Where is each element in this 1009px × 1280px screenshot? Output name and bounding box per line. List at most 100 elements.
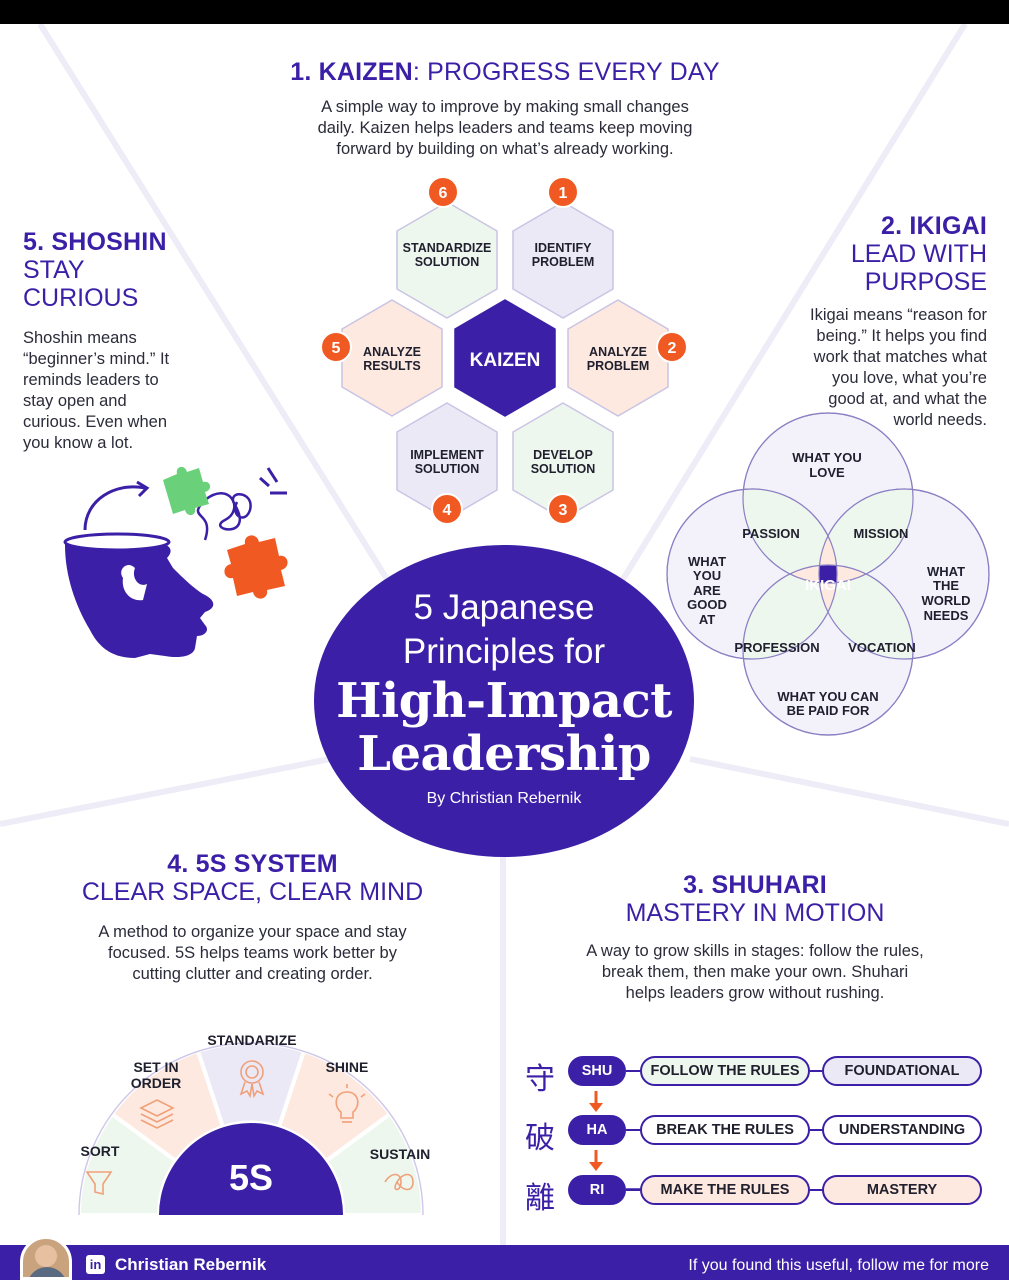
kanji-ha: 破 bbox=[525, 1121, 555, 1156]
ikigai-subtitle-2: PURPOSE bbox=[864, 268, 987, 296]
badge-2 bbox=[656, 331, 688, 363]
kaizen-center-label: KAIZEN bbox=[470, 350, 541, 371]
avatar-shoulders bbox=[27, 1267, 67, 1277]
background-rays bbox=[0, 24, 1009, 1245]
linkedin-icon[interactable]: in bbox=[86, 1255, 105, 1274]
hero-line-3: High-Impact bbox=[336, 673, 672, 729]
infinity-icon bbox=[384, 1173, 414, 1191]
paid-line1: WHAT YOU CAN bbox=[777, 689, 878, 704]
sort-label: SORT bbox=[81, 1143, 120, 1159]
badge-5-number: 5 bbox=[332, 340, 341, 357]
ikigai-desc-line: you love, what you’re bbox=[831, 369, 987, 387]
shoshin-subtitle-2: CURIOUS bbox=[23, 284, 139, 312]
world-line4: NEEDS bbox=[924, 608, 969, 623]
award-icon bbox=[239, 1060, 265, 1099]
ikigai-heading: 2. IKIGAI LEAD WITH PURPOSE bbox=[700, 212, 987, 296]
ikigai-center-label: IKIGAI bbox=[805, 577, 851, 594]
badge-4 bbox=[431, 493, 463, 525]
shoshin-description: Shoshin means “beginner’s mind.” It remi… bbox=[23, 328, 223, 454]
hero-line-2: Principles for bbox=[402, 632, 606, 671]
badge-1-number: 1 bbox=[559, 185, 568, 202]
badge-6 bbox=[427, 176, 459, 208]
hero-byline: By Christian Rebernik bbox=[426, 790, 582, 807]
level-mastery: MASTERY bbox=[822, 1175, 982, 1205]
good-line5: AT bbox=[699, 612, 715, 627]
shuhari-subtitle: MASTERY IN MOTION bbox=[625, 899, 885, 927]
paid-line2: BE PAID FOR bbox=[787, 703, 870, 718]
badge-5 bbox=[320, 331, 352, 363]
kaizen-title-number: 1. KAIZEN bbox=[290, 58, 413, 86]
fives-desc-line: cutting clutter and creating order. bbox=[132, 965, 373, 983]
fives-description: A method to organize your space and stay… bbox=[40, 922, 465, 985]
connector-line bbox=[810, 1129, 822, 1131]
step-1-line1: IDENTIFY bbox=[535, 241, 593, 255]
love-line2: LOVE bbox=[809, 465, 845, 480]
vocation-label: VOCATION bbox=[848, 640, 916, 655]
head-opening bbox=[63, 532, 171, 552]
hex-center bbox=[454, 299, 556, 417]
love-line1: WHAT YOU bbox=[792, 450, 862, 465]
footer-cta: If you found this useful, follow me for … bbox=[688, 1257, 989, 1274]
shoshin-desc-line: curious. Even when bbox=[23, 413, 167, 431]
step-4-line1: IMPLEMENT bbox=[410, 448, 484, 462]
avatar-face bbox=[35, 1245, 57, 1267]
hex-analyze-problem bbox=[567, 299, 669, 417]
ikigai-title: 2. IKIGAI bbox=[881, 212, 987, 240]
good-line3: ARE bbox=[693, 583, 721, 598]
standarize-label: STANDARIZE bbox=[207, 1032, 296, 1048]
hex-standardize bbox=[396, 201, 498, 319]
shoshin-desc-line: reminds leaders to bbox=[23, 371, 159, 389]
passion-label: PASSION bbox=[742, 526, 800, 541]
shoshin-heading: 5. SHOSHIN STAY CURIOUS bbox=[23, 228, 223, 312]
shoshin-title: 5. SHOSHIN bbox=[23, 228, 167, 256]
arrow-curve bbox=[83, 485, 146, 531]
stage-ri: RI bbox=[568, 1175, 626, 1205]
kaizen-hex-diagram: STANDARDIZE SOLUTION IDENTIFY PROBLEM AN… bbox=[320, 176, 688, 525]
connector-line bbox=[626, 1070, 640, 1072]
badge-1 bbox=[547, 176, 579, 208]
connector-line bbox=[626, 1189, 640, 1191]
ikigai-venn-diagram: WHAT YOU LOVE WHAT YOU ARE GOOD AT WHAT … bbox=[666, 412, 990, 736]
ikigai-desc-line: work that matches what bbox=[813, 348, 987, 366]
level-understanding: UNDERSTANDING bbox=[822, 1115, 982, 1145]
ikigai-desc-line: being.” It helps you find bbox=[816, 327, 987, 345]
ikigai-desc-line: good at, and what the bbox=[828, 390, 987, 408]
ikigai-desc-line: Ikigai means “reason for bbox=[810, 306, 987, 324]
arrow-head bbox=[136, 480, 150, 498]
world-line1: WHAT bbox=[927, 564, 965, 579]
step-3-line1: DEVELOP bbox=[533, 448, 593, 462]
badge-2-number: 2 bbox=[668, 340, 677, 357]
status-bar bbox=[0, 0, 1009, 24]
mission-label: MISSION bbox=[854, 526, 909, 541]
footer-bar bbox=[0, 1245, 1009, 1280]
puzzle-green-icon bbox=[163, 466, 211, 516]
segment-sustain bbox=[323, 1111, 426, 1215]
shuhari-desc-line: break them, then make your own. Shuhari bbox=[601, 963, 909, 981]
shoshin-desc-line: stay open and bbox=[23, 392, 127, 410]
fives-title: 4. 5S SYSTEM bbox=[167, 850, 338, 878]
badge-3 bbox=[547, 493, 579, 525]
avatar[interactable] bbox=[20, 1236, 72, 1280]
hero-circle bbox=[314, 545, 694, 857]
step-5-line2: RESULTS bbox=[363, 359, 420, 373]
footer-author-name[interactable]: Christian Rebernik bbox=[115, 1255, 267, 1274]
hex-identify bbox=[512, 201, 614, 319]
action-make-rules: MAKE THE RULES bbox=[640, 1175, 810, 1205]
shoshin-subtitle-1: STAY bbox=[23, 256, 85, 284]
shuhari-description: A way to grow skills in stages: follow t… bbox=[520, 941, 990, 1004]
sustain-label: SUSTAIN bbox=[370, 1146, 430, 1162]
world-line2: THE bbox=[933, 578, 959, 593]
kaizen-desc-line: A simple way to improve by making small … bbox=[321, 98, 689, 116]
good-line4: GOOD bbox=[687, 597, 727, 612]
connector-line bbox=[810, 1189, 822, 1191]
step-6-line2: SOLUTION bbox=[415, 255, 480, 269]
set-in-order-line1: SET IN bbox=[133, 1059, 178, 1075]
layers-icon bbox=[139, 1099, 175, 1129]
connector-line bbox=[810, 1070, 822, 1072]
shuhari-heading: 3. SHUHARI MASTERY IN MOTION bbox=[520, 871, 990, 927]
badge-4-number: 4 bbox=[443, 502, 452, 519]
shuhari-desc-line: A way to grow skills in stages: follow t… bbox=[586, 942, 924, 960]
stage-ha: HA bbox=[568, 1115, 626, 1145]
fives-center bbox=[159, 1123, 343, 1215]
kaizen-description: A simple way to improve by making small … bbox=[200, 97, 810, 160]
